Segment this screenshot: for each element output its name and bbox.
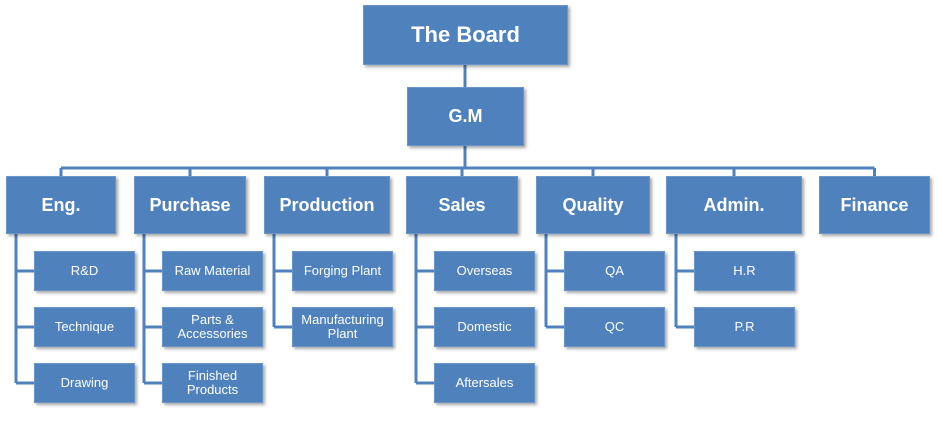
sub-unit-h-r: H.R (694, 251, 795, 291)
sub-unit-technique: Technique (34, 307, 135, 347)
sub-unit-qc: QC (564, 307, 665, 347)
gm-box: G.M (407, 87, 524, 146)
sub-unit-raw-material: Raw Material (162, 251, 263, 291)
sub-unit-p-r: P.R (694, 307, 795, 347)
department-production: Production (264, 176, 390, 234)
board-box: The Board (363, 5, 568, 65)
department-admin: Admin. (666, 176, 802, 234)
department-sales: Sales (406, 176, 518, 234)
sub-unit-aftersales: Aftersales (434, 363, 535, 403)
sub-unit-manufacturing-plant: Manufacturing Plant (292, 307, 393, 347)
sub-unit-qa: QA (564, 251, 665, 291)
sub-unit-forging-plant: Forging Plant (292, 251, 393, 291)
sub-unit-overseas: Overseas (434, 251, 535, 291)
department-finance: Finance (819, 176, 930, 234)
department-eng: Eng. (6, 176, 116, 234)
department-quality: Quality (536, 176, 650, 234)
sub-unit-r-d: R&D (34, 251, 135, 291)
sub-unit-drawing: Drawing (34, 363, 135, 403)
department-purchase: Purchase (134, 176, 246, 234)
sub-unit-domestic: Domestic (434, 307, 535, 347)
sub-unit-parts-accessories: Parts & Accessories (162, 307, 263, 347)
sub-unit-finished-products: Finished Products (162, 363, 263, 403)
